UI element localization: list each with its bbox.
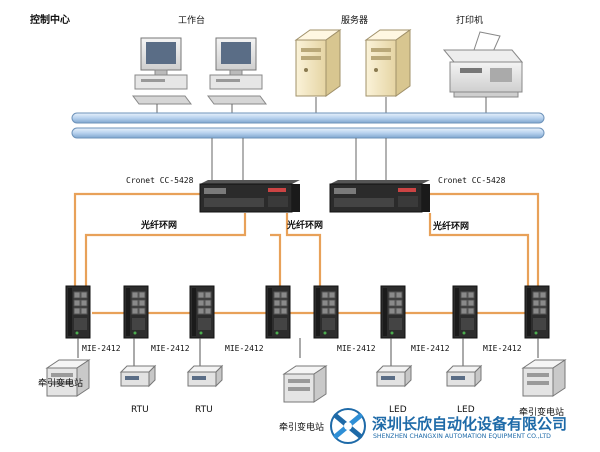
field-switch-icon: [524, 285, 550, 339]
field-switch-icon: [65, 285, 91, 339]
fiber-ring-links: [73, 192, 540, 315]
printer-icon: [442, 31, 524, 98]
field-switch-label: MIE-2412: [337, 344, 376, 353]
company-name-cn: 深圳长欣自动化设备有限公司: [372, 415, 568, 433]
top-device-label: 服务器: [341, 16, 369, 26]
rtu-device-icon: [186, 364, 224, 388]
workstation-icon: [132, 37, 192, 105]
field-switch-icon: [313, 285, 339, 339]
core-switch-label: Cronet CC-5428: [126, 176, 194, 185]
field-switch-label: MIE-2412: [82, 344, 121, 353]
end-device-label: RTU: [195, 405, 213, 415]
end-device-label: LED: [389, 405, 407, 415]
section-title: 控制中心: [30, 15, 70, 26]
substation-device-icon: [521, 359, 567, 397]
field-switch-icon: [265, 285, 291, 339]
backbone-bus-b: [71, 127, 545, 139]
company-logo-icon: [330, 408, 366, 444]
fiber-ring-label: 光纤环网: [287, 221, 324, 231]
workstation-icon: [207, 37, 267, 105]
field-switch-label: MIE-2412: [411, 344, 450, 353]
end-device-label: 牵引变电站: [38, 379, 84, 389]
end-device-label: 牵引变电站: [519, 408, 565, 418]
core-switch: [329, 180, 430, 213]
end-device-label: 牵引变电站: [279, 423, 325, 433]
rtu-device-icon: [119, 364, 157, 388]
server-icon: [294, 29, 342, 97]
field-switch-icon: [189, 285, 215, 339]
end-device-label: LED: [457, 405, 475, 415]
backbone-bus-a: [71, 112, 545, 124]
fiber-ring-label: 光纤环网: [141, 221, 178, 231]
server-icon: [364, 29, 412, 97]
top-device-label: 打印机: [456, 16, 484, 26]
field-switch-icon: [380, 285, 406, 339]
substation-device-icon: [282, 365, 328, 403]
company-name-en: SHENZHEN CHANGXIN AUTOMATION EQUIPMENT C…: [373, 433, 551, 440]
end-device-label: RTU: [131, 405, 149, 415]
core-switch: [199, 180, 300, 213]
rtu-device-icon: [375, 364, 413, 388]
top-device-label: 工作台: [178, 16, 206, 26]
field-switch-icon: [123, 285, 149, 339]
field-switch-label: MIE-2412: [151, 344, 190, 353]
field-switch-label: MIE-2412: [225, 344, 264, 353]
substation-device-icon: [45, 359, 91, 397]
rtu-device-icon: [445, 364, 483, 388]
field-switch-label: MIE-2412: [483, 344, 522, 353]
field-switch-icon: [452, 285, 478, 339]
core-switch-label: Cronet CC-5428: [438, 176, 506, 185]
fiber-ring-label: 光纤环网: [433, 222, 470, 232]
